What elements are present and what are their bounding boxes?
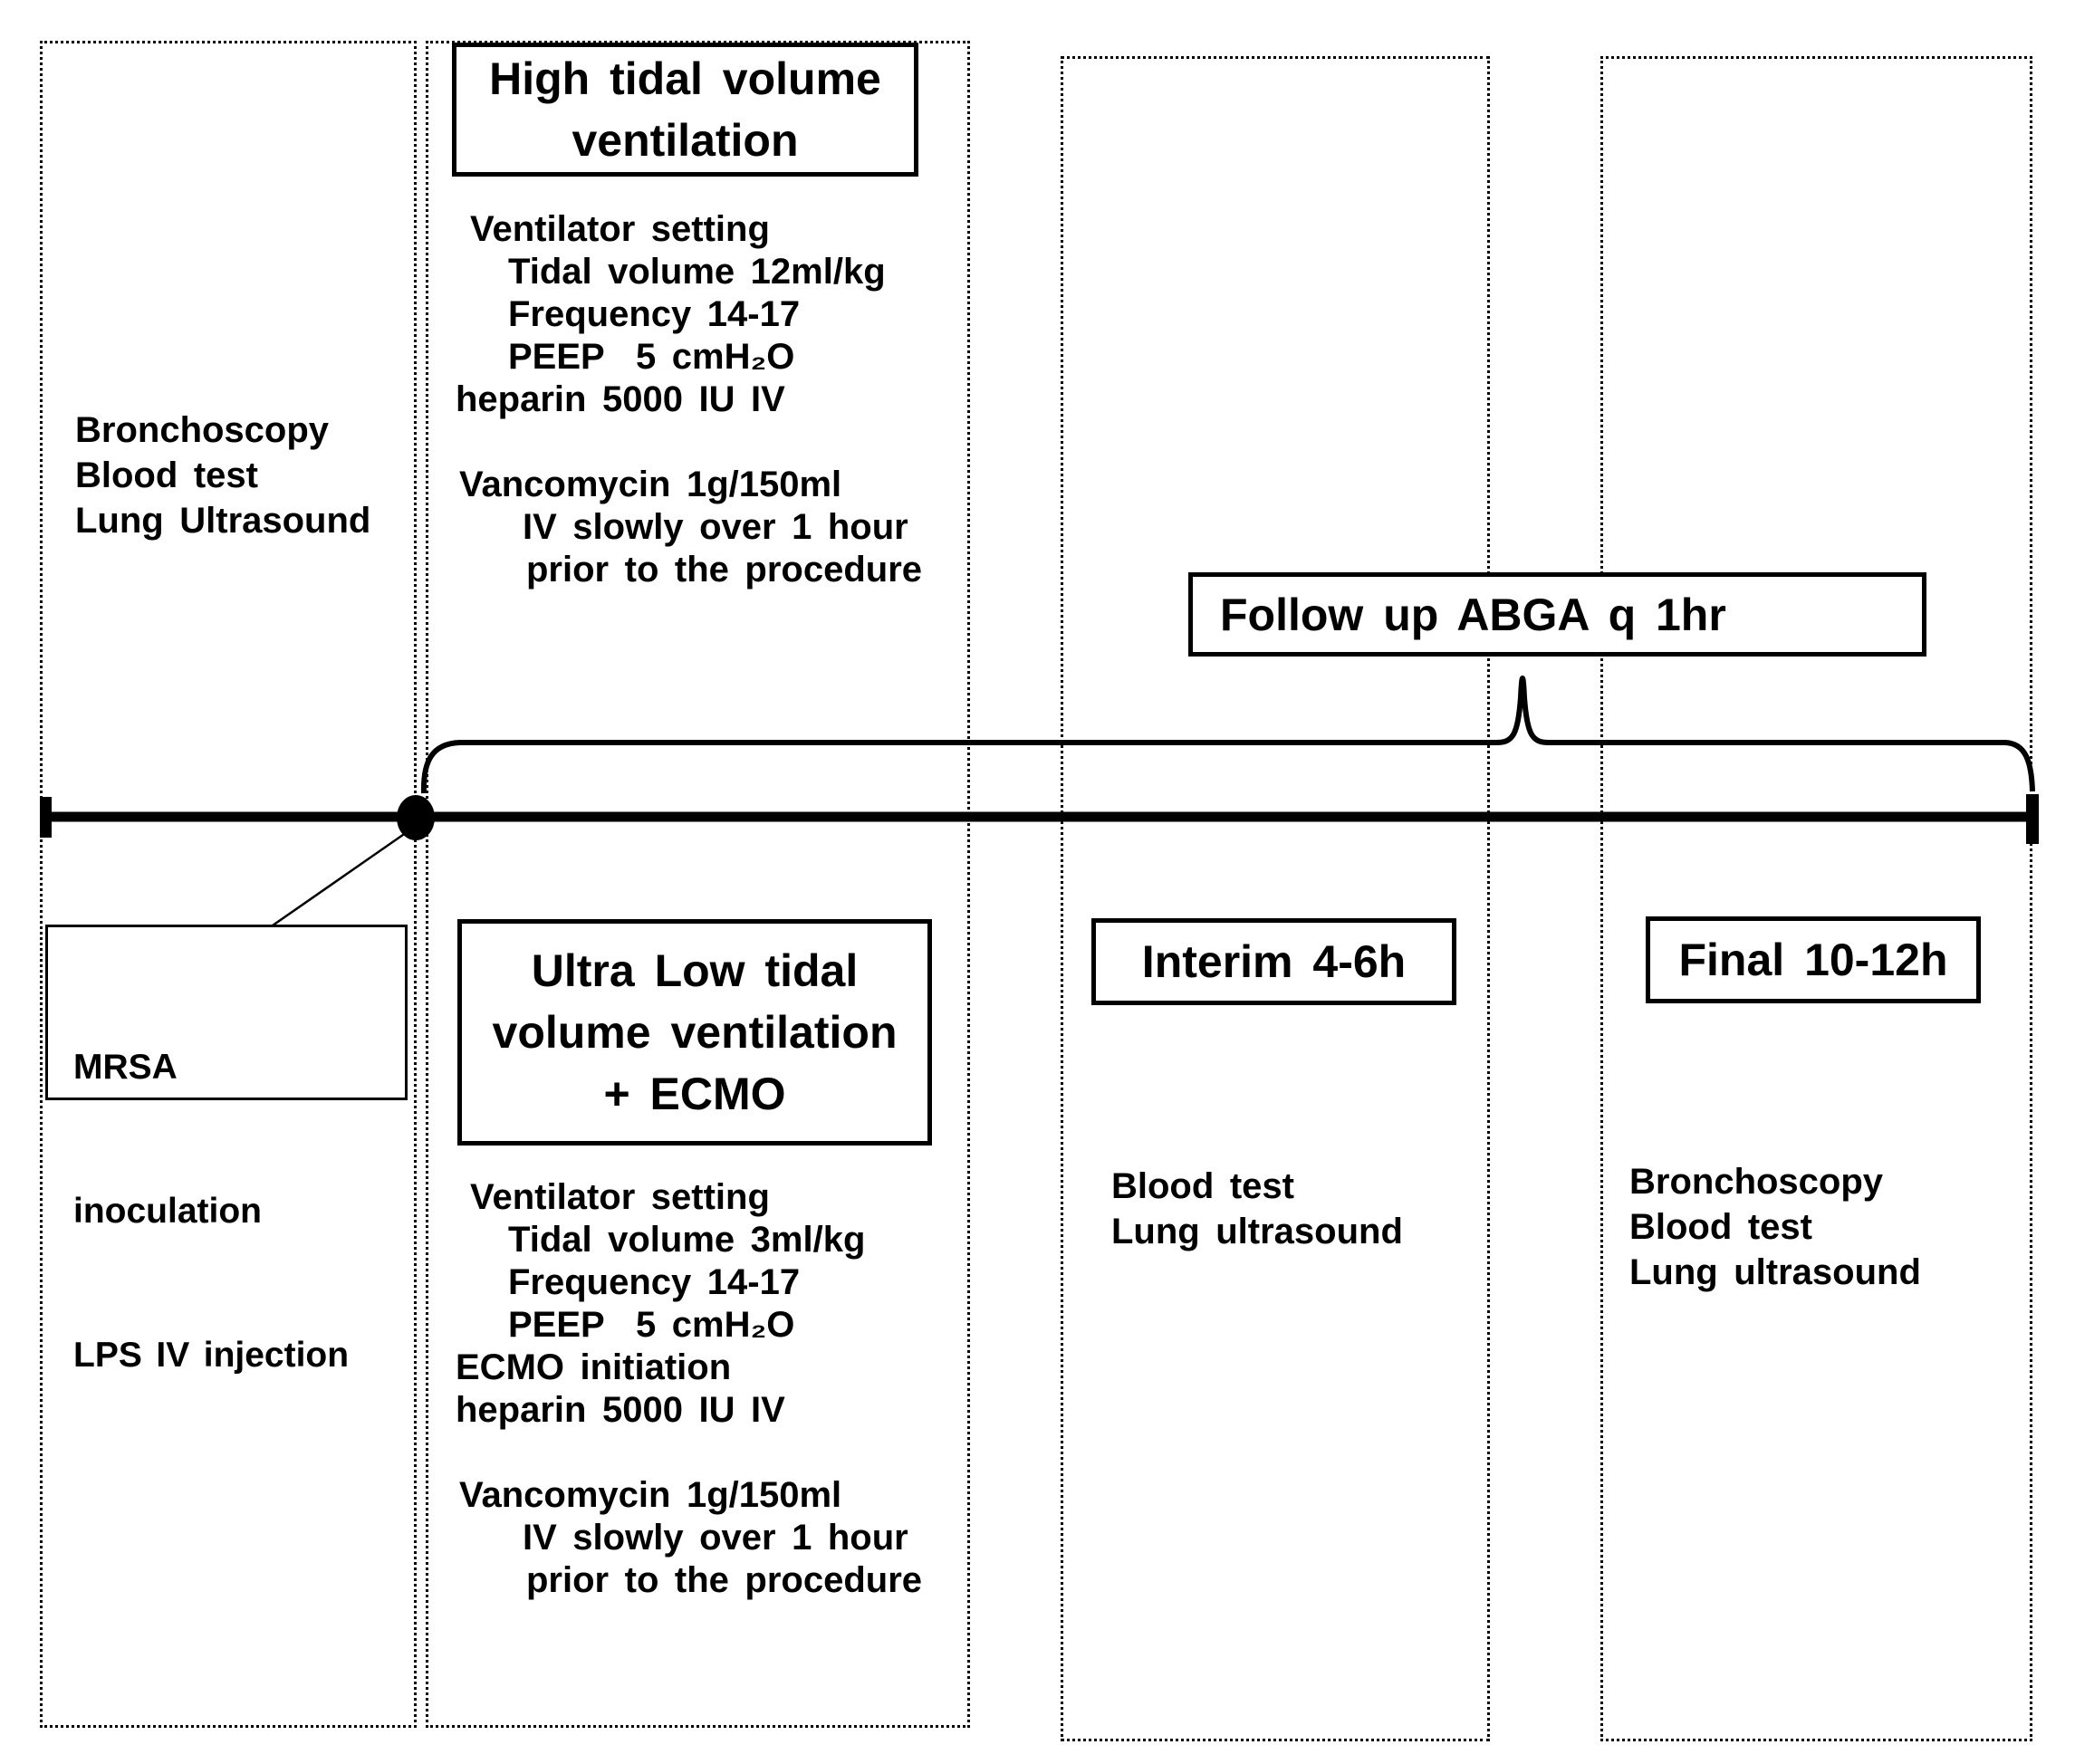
phase-column-ventilation [426,41,970,1728]
ultra-detail-line: prior to the procedure [526,1560,923,1600]
mrsa-callout-line [272,829,410,927]
ultra-title-line: Ultra Low tidal [531,945,859,996]
htv-detail-line: Tidal volume 12ml/kg [508,252,886,292]
mrsa-event-box: MRSA inoculation LPS IV injection [45,925,408,1375]
followup-abga-box: Follow up ABGA q 1hr [1188,572,1926,657]
mrsa-event-line: LPS IV injection [73,1336,350,1375]
pre-tests-text: Bronchoscopy Blood test Lung Ultrasound [75,407,370,543]
pre-test-line: Bronchoscopy [75,410,330,450]
abga-brace [420,676,2035,794]
htv-detail-line: Frequency 14-17 [508,294,801,334]
htv-detail-line: Vancomycin 1g/150ml [459,465,842,504]
ultra-detail-line: PEEP 5 cmH₂O [508,1305,795,1345]
mrsa-event-line: MRSA [73,1048,178,1087]
pre-test-line: Blood test [75,455,258,495]
ultra-title-line: volume ventilation [492,1007,898,1058]
final-test-line: Bronchoscopy [1629,1162,1884,1202]
ultra-detail-line: IV slowly over 1 hour [523,1518,908,1558]
followup-abga-label: Follow up ABGA q 1hr [1220,589,1726,640]
final-title: Final 10-12h [1678,935,1948,985]
ultra-detail-line: Frequency 14-17 [508,1262,801,1302]
ultra-title-box: Ultra Low tidal volume ventilation + ECM… [457,919,932,1146]
interim-tests-text: Blood test Lung ultrasound [1111,1164,1403,1254]
final-test-line: Lung ultrasound [1629,1252,1921,1292]
phase-column-baseline [40,41,417,1728]
htv-title-line: ventilation [572,115,799,166]
htv-detail-line: PEEP 5 cmH₂O [508,337,795,377]
final-tests-text: Bronchoscopy Blood test Lung ultrasound [1629,1159,1921,1295]
htv-title-box: High tidal volume ventilation [452,43,918,177]
interim-title: Interim 4-6h [1141,936,1407,987]
ultra-detail-line: Ventilator setting [470,1177,770,1217]
phase-column-interim [1061,56,1490,1741]
htv-title-line: High tidal volume [489,53,881,104]
ultra-detail-line: heparin 5000 IU IV [456,1390,785,1430]
mrsa-event-line: inoculation [73,1192,262,1231]
final-title-box: Final 10-12h [1646,916,1981,1003]
ultra-detail-line: ECMO initiation [456,1347,732,1387]
ultra-title-line: + ECMO [603,1069,786,1119]
timeline-start-tick [40,797,52,838]
htv-details-text: Ventilator setting Tidal volume 12ml/kg … [456,208,922,591]
interim-test-line: Blood test [1111,1166,1294,1206]
htv-detail-line: IV slowly over 1 hour [523,507,908,547]
timeline-end-tick [2026,794,2039,844]
htv-detail-line: prior to the procedure [526,550,923,590]
phase-column-final [1600,56,2032,1741]
pre-test-line: Lung Ultrasound [75,501,371,541]
final-test-line: Blood test [1629,1207,1812,1247]
ultra-detail-line: Tidal volume 3ml/kg [508,1220,866,1260]
ultra-details-text: Ventilator setting Tidal volume 3ml/kg F… [456,1176,922,1602]
htv-detail-line: heparin 5000 IU IV [456,379,785,419]
interim-test-line: Lung ultrasound [1111,1212,1403,1251]
ultra-detail-line: Vancomycin 1g/150ml [459,1475,842,1515]
interim-title-box: Interim 4-6h [1091,918,1456,1005]
inoculation-dot [397,795,435,840]
htv-detail-line: Ventilator setting [470,209,770,249]
